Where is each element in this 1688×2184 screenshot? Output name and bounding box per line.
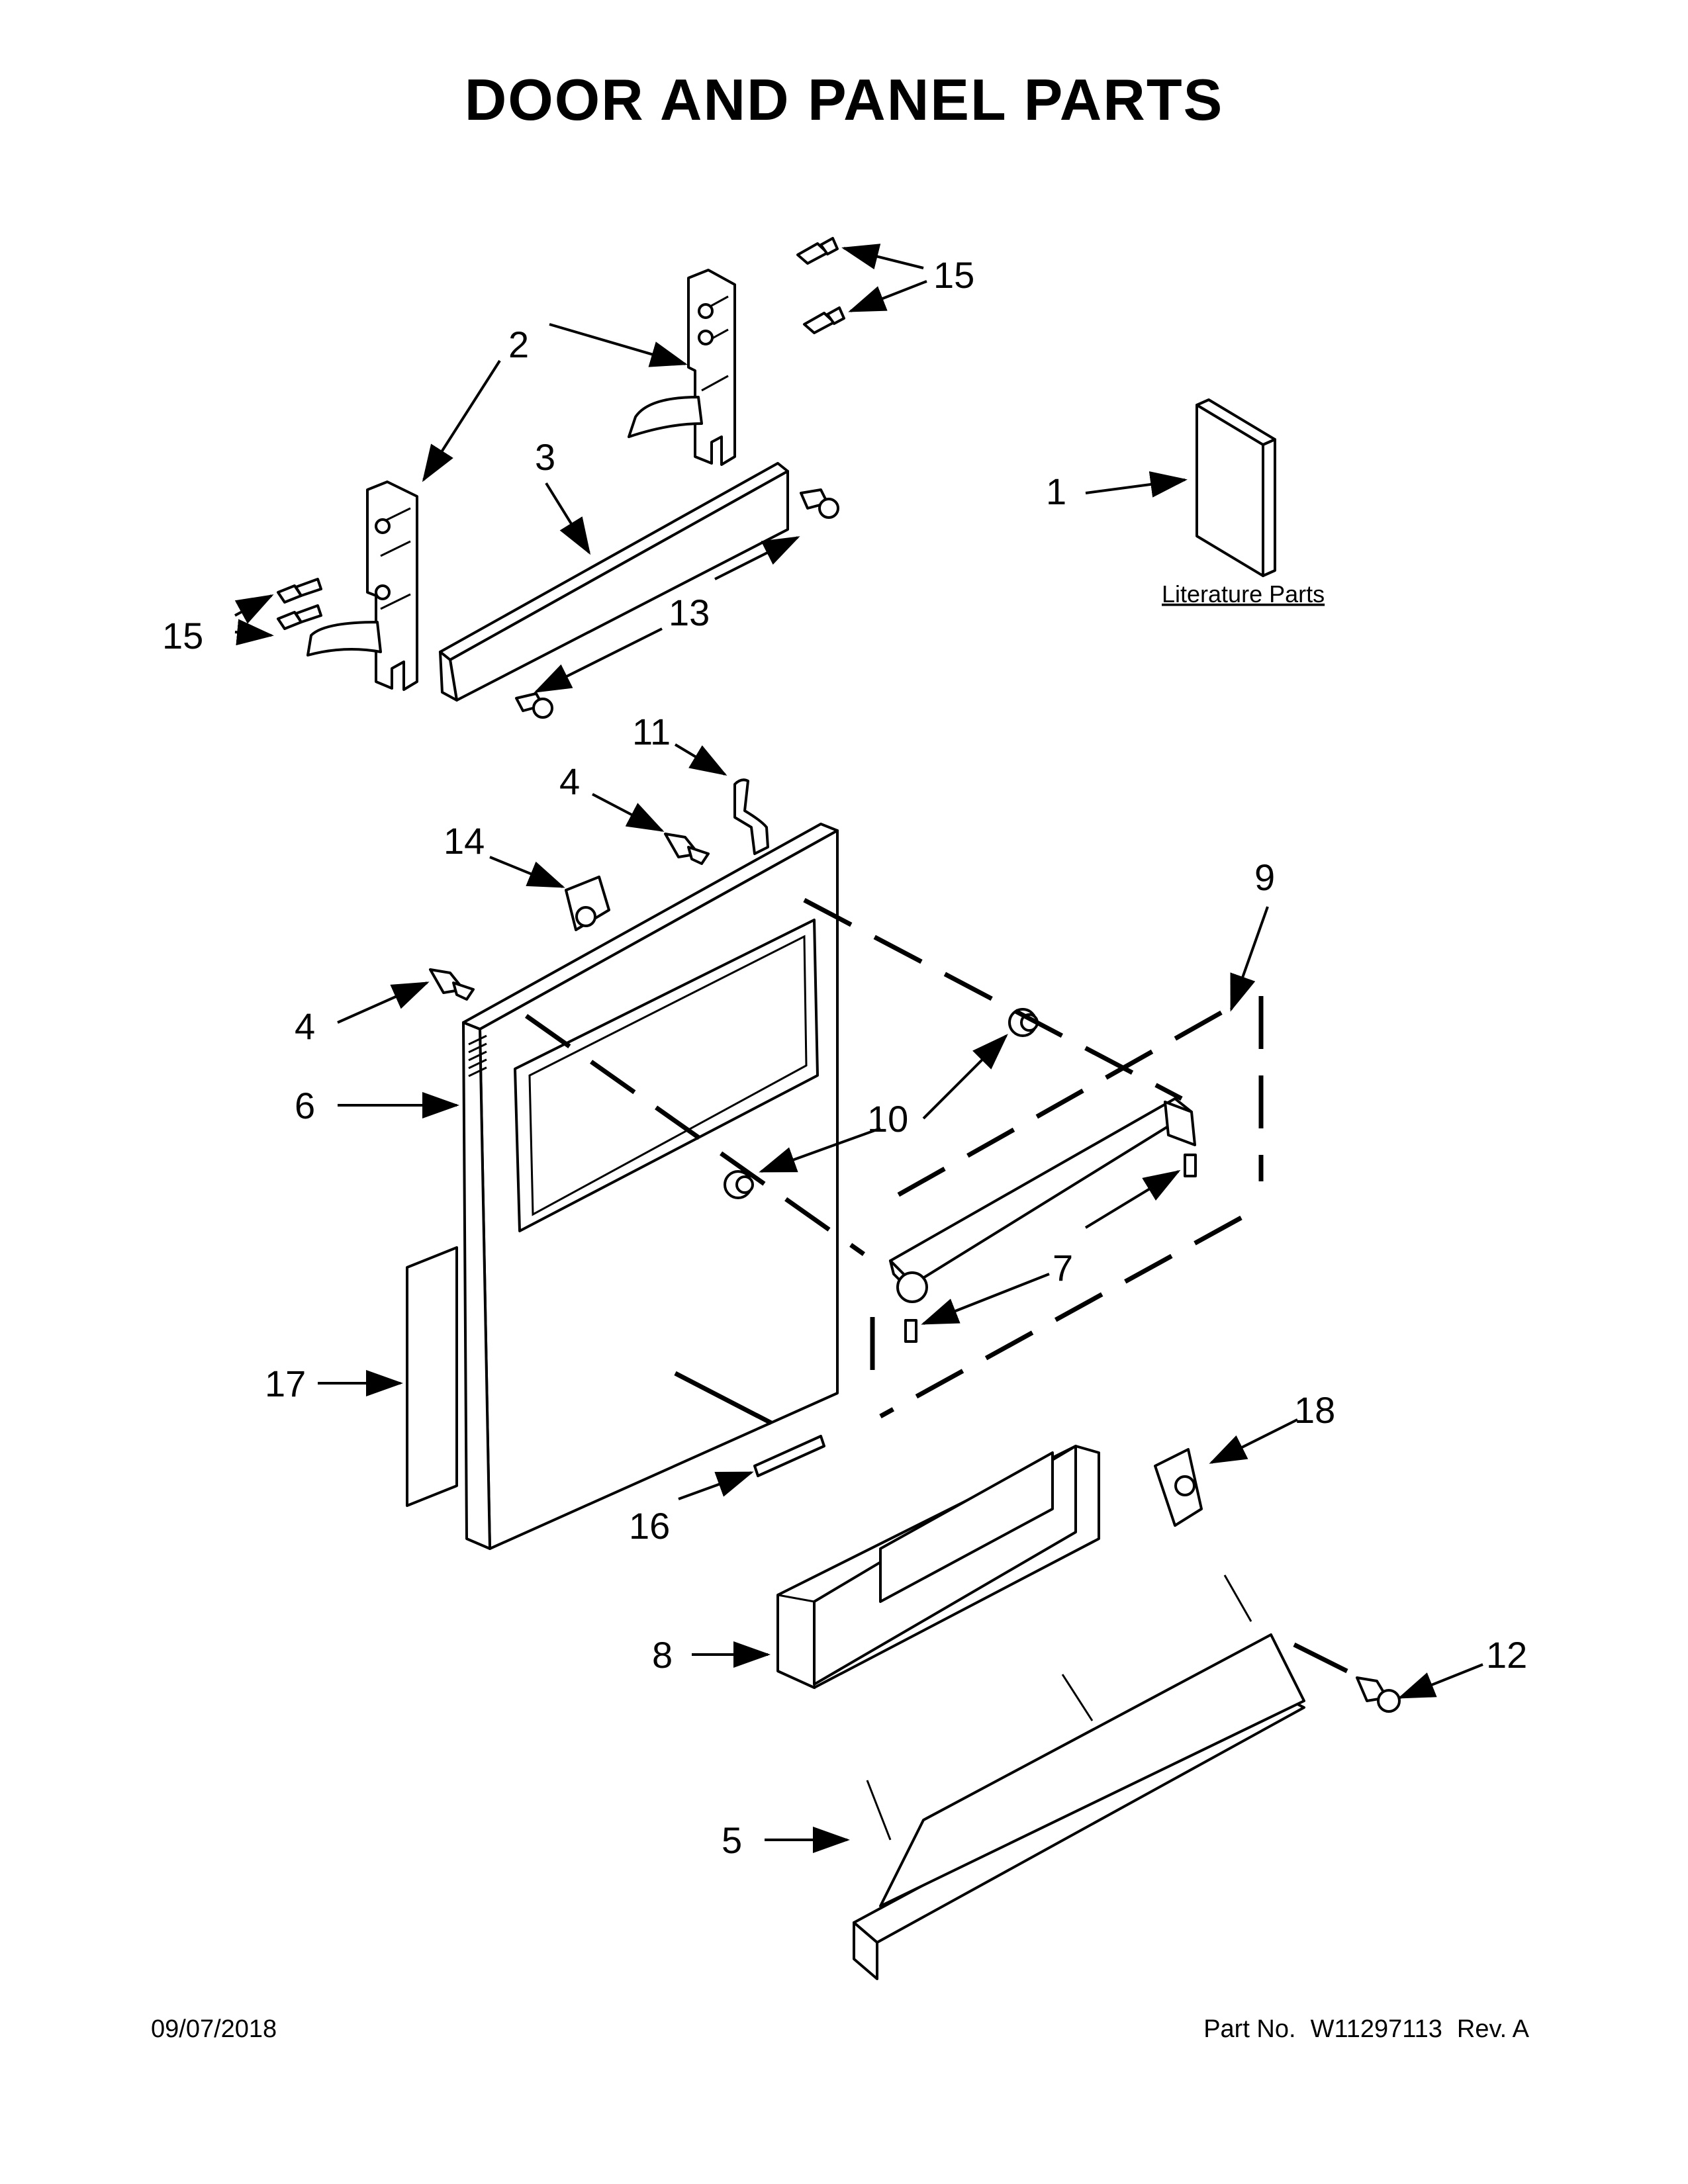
literature-parts-label: Literature Parts [1162, 580, 1325, 608]
callout-4-top: 4 [559, 760, 580, 802]
handle-set-screw-left [904, 1319, 917, 1343]
panel-clip [1154, 1448, 1203, 1527]
page-title: DOOR AND PANEL PARTS [464, 67, 1224, 132]
part-number-label: Part No. [1203, 2015, 1296, 2043]
leader-lines [234, 244, 1483, 1853]
callout-14: 14 [444, 820, 485, 862]
hinge-screw-left-1 [277, 578, 322, 604]
callout-7: 7 [1053, 1247, 1073, 1289]
revision: Rev. A [1456, 2015, 1529, 2043]
part-number: W11297113 [1310, 2015, 1442, 2043]
callout-15-top: 15 [933, 254, 974, 296]
callout-12: 12 [1486, 1634, 1527, 1676]
callout-2: 2 [508, 324, 529, 365]
badge-alignment-line [674, 1371, 773, 1426]
footer-part-info: Part No. W11297113 Rev. A [1189, 2015, 1529, 2044]
left-hinge-bracket [306, 480, 418, 691]
callout-5: 5 [722, 1819, 742, 1861]
toe-panel-screw [1356, 1676, 1401, 1713]
footer-date: 09/07/2018 [151, 2015, 277, 2043]
right-hinge-bracket [628, 269, 736, 466]
door-insulation [776, 1445, 1100, 1690]
callout-17: 17 [265, 1363, 306, 1404]
handle-alignment-line-lower [524, 1014, 866, 1256]
outer-door-panel [462, 823, 839, 1550]
handle-mount-upper [1008, 1008, 1039, 1037]
handle-alignment-line-upper [803, 897, 1183, 1101]
callout-4-left: 4 [295, 1005, 315, 1047]
callout-18: 18 [1294, 1389, 1335, 1431]
rail-screw-left [515, 692, 553, 719]
callout-1: 1 [1046, 471, 1066, 512]
handle-mount-lower [724, 1170, 754, 1199]
rail-screw-right [800, 488, 839, 519]
callout-numbers: 1 2 3 4 4 5 6 7 8 9 10 11 12 13 14 15 15… [162, 254, 1527, 1861]
callout-13: 13 [669, 592, 710, 633]
toe-panel-screw-line [1293, 1642, 1348, 1674]
door-handle [889, 1097, 1196, 1303]
door-hook [733, 778, 769, 855]
callout-16: 16 [629, 1505, 670, 1547]
handle-set-screw-right [1184, 1154, 1197, 1177]
callout-15-left: 15 [162, 615, 203, 657]
callout-8: 8 [652, 1634, 673, 1676]
callout-6: 6 [295, 1085, 315, 1126]
hinge-screw-top-1 [796, 237, 839, 265]
panel-screw-top [664, 833, 710, 865]
panel-screw-left [429, 968, 475, 1001]
hinge-screw-top-2 [803, 306, 845, 334]
literature-parts-booklet [1196, 398, 1276, 577]
toe-panel [853, 1574, 1305, 1980]
door-side-trim [406, 1246, 458, 1507]
door-support-rail [439, 462, 789, 702]
callout-11: 11 [632, 711, 671, 752]
hinge-screw-left-2 [277, 604, 322, 630]
handle-assembly-outline [870, 996, 1264, 1419]
door-latch [565, 876, 610, 931]
callout-3: 3 [535, 436, 555, 478]
callout-9: 9 [1254, 856, 1275, 898]
brand-badge [753, 1435, 825, 1477]
callout-10: 10 [867, 1098, 908, 1140]
